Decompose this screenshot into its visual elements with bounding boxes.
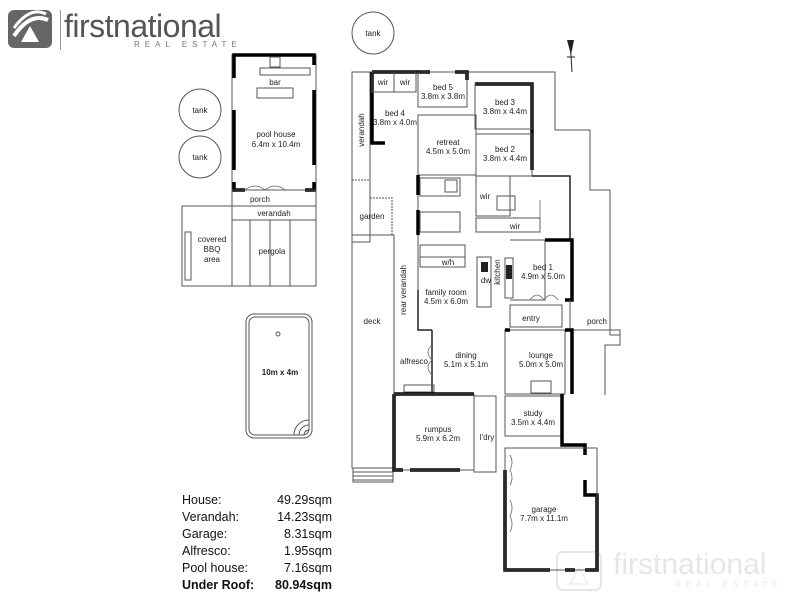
bathroom-area: wir wir	[419, 175, 571, 240]
rumpus-study-area: rumpus 5.9m x 6.2m l'dry study 3.5m x 4.…	[392, 392, 587, 473]
svg-text:pool house: pool house	[256, 130, 296, 139]
area-row-pool-house: Pool house:7.16sqm	[182, 561, 332, 575]
svg-text:3.8m x 4.0m: 3.8m x 4.0m	[373, 118, 417, 127]
watermark-logo-icon	[556, 551, 602, 591]
svg-text:tank: tank	[192, 106, 208, 115]
svg-text:5.1m x 5.1m: 5.1m x 5.1m	[444, 360, 488, 369]
brand-tagline: REAL ESTATE	[134, 40, 242, 49]
svg-text:area: area	[204, 255, 221, 264]
svg-text:porch: porch	[250, 195, 270, 204]
area-row-alfresco: Alfresco:1.95sqm	[182, 544, 332, 558]
brand-watermark: firstnational REAL ESTATE	[555, 548, 795, 598]
svg-text:3.8m x 3.8m: 3.8m x 3.8m	[421, 92, 465, 101]
svg-text:verandah: verandah	[257, 209, 290, 218]
brand-logo: firstnational REAL ESTATE	[6, 6, 256, 52]
svg-text:family room: family room	[425, 288, 467, 297]
svg-text:3.8m x 4.4m: 3.8m x 4.4m	[483, 107, 527, 116]
area-row-under-roof: Under Roof:80.94sqm	[182, 578, 332, 592]
svg-text:dining: dining	[455, 351, 476, 360]
svg-text:covered: covered	[198, 235, 226, 244]
svg-text:garage: garage	[532, 505, 557, 514]
north-arrow-icon	[567, 39, 575, 73]
area-row-garage: Garage:8.31sqm	[182, 527, 332, 541]
svg-text:7.7m x 11.1m: 7.7m x 11.1m	[520, 514, 568, 523]
svg-text:BBQ: BBQ	[204, 245, 221, 254]
svg-text:bed 5: bed 5	[433, 83, 454, 92]
svg-text:pergola: pergola	[259, 247, 286, 256]
svg-text:wir: wir	[479, 192, 491, 201]
svg-text:l'dry: l'dry	[480, 433, 494, 442]
svg-text:3.8m x 4.4m: 3.8m x 4.4m	[483, 154, 527, 163]
svg-text:lounge: lounge	[529, 351, 554, 360]
svg-text:6.4m x 10.4m: 6.4m x 10.4m	[252, 140, 301, 149]
svg-text:bed 3: bed 3	[495, 98, 516, 107]
pool-house: bar pool house 6.4m x 10.4m porch verand…	[181, 53, 317, 287]
svg-text:garden: garden	[360, 212, 385, 221]
svg-text:study: study	[523, 409, 542, 418]
svg-text:10m x 4m: 10m x 4m	[262, 368, 298, 377]
garage: garage 7.7m x 11.1m	[503, 447, 599, 572]
tank-left-2: tank	[178, 135, 222, 179]
svg-text:4.9m x 5.0m: 4.9m x 5.0m	[521, 272, 565, 281]
svg-text:deck: deck	[364, 317, 382, 326]
svg-text:w/h: w/h	[441, 258, 454, 267]
svg-text:wir: wir	[377, 78, 389, 87]
svg-text:tank: tank	[365, 29, 381, 38]
dining-lounge-area: alfresco dining 5.1m x 5.1m lounge 5.0m …	[400, 290, 574, 395]
svg-text:kitchen: kitchen	[493, 259, 502, 284]
svg-text:rumpus: rumpus	[425, 425, 452, 434]
svg-text:bed 4: bed 4	[385, 109, 406, 118]
logo-mark-icon	[8, 10, 52, 48]
svg-text:tank: tank	[192, 153, 208, 162]
svg-text:bed 2: bed 2	[495, 145, 516, 154]
area-row-verandah: Verandah:14.23sqm	[182, 510, 332, 524]
site-outline: verandah garden deck rear verandah	[351, 71, 621, 483]
svg-text:alfresco: alfresco	[400, 357, 429, 366]
svg-text:porch: porch	[587, 317, 607, 326]
svg-text:dw: dw	[481, 276, 491, 285]
svg-text:5.9m x 6.2m: 5.9m x 6.2m	[416, 434, 460, 443]
bar-label: bar	[269, 78, 281, 87]
swimming-pool: 10m x 4m	[245, 313, 313, 439]
logo-divider	[60, 10, 61, 50]
svg-text:rear verandah: rear verandah	[399, 265, 408, 315]
svg-text:3.5m x 4.4m: 3.5m x 4.4m	[511, 418, 555, 427]
tank-top: tank	[351, 11, 395, 55]
svg-text:bed 1: bed 1	[533, 263, 554, 272]
svg-text:wir: wir	[399, 78, 411, 87]
svg-text:entry: entry	[522, 314, 540, 323]
svg-text:4.5m x 5.0m: 4.5m x 5.0m	[426, 147, 470, 156]
tank-left-1: tank	[178, 88, 222, 132]
brand-name: firstnational	[64, 8, 222, 44]
svg-text:4.5m x 6.0m: 4.5m x 6.0m	[424, 297, 468, 306]
svg-text:wir: wir	[509, 222, 521, 231]
svg-text:retreat: retreat	[436, 138, 460, 147]
area-row-house: House:49.29sqm	[182, 493, 332, 507]
svg-text:verandah: verandah	[357, 113, 366, 146]
area-summary: House:49.29sqm Verandah:14.23sqm Garage:…	[182, 492, 332, 594]
svg-text:5.0m x 5.0m: 5.0m x 5.0m	[519, 360, 563, 369]
living-area: w/h family room 4.5m x 6.0m dw kitchen b…	[419, 238, 621, 395]
